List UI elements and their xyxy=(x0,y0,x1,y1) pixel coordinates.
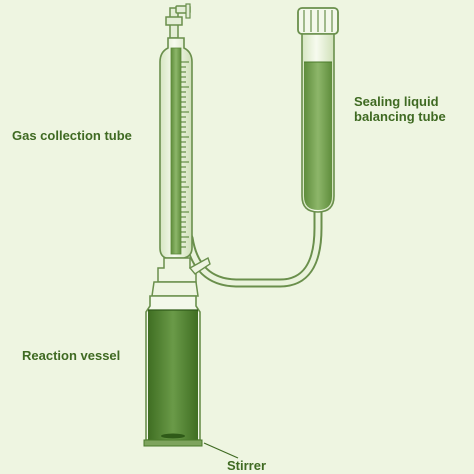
connecting-hose xyxy=(184,200,323,288)
reaction-vessel-label: Reaction vessel xyxy=(22,348,121,363)
gas-collection-tube-label: Gas collection tube xyxy=(12,128,132,143)
stirrer-bar xyxy=(161,433,185,439)
sealing-label-line-1: Sealing liquid xyxy=(354,94,439,109)
gas-collection-tube xyxy=(151,3,211,297)
measurement-scale xyxy=(181,61,189,248)
stirrer-label: Stirrer xyxy=(227,458,267,473)
reaction-vessel xyxy=(143,295,203,447)
sealing-liquid-balancing-tube-label: Sealing liquid balancing tube xyxy=(354,94,446,124)
sealing-label-line-2: balancing tube xyxy=(354,109,446,124)
stirrer-pointer xyxy=(203,442,239,459)
balancing-tube xyxy=(297,7,339,213)
